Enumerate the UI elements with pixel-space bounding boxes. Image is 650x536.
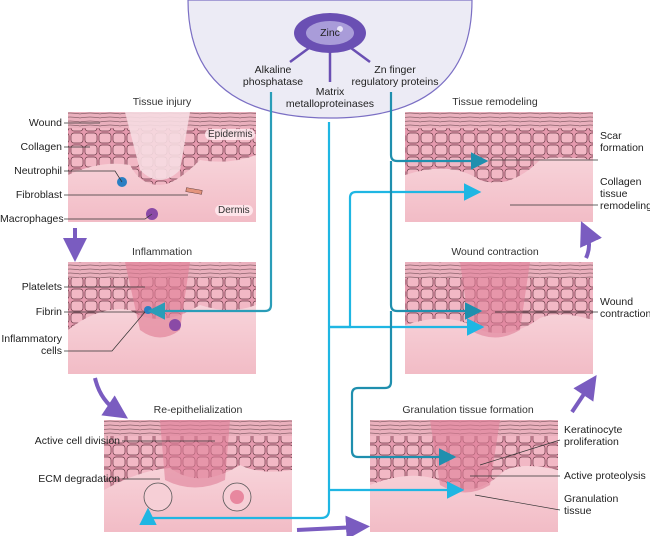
zinc-label: Zinc	[320, 27, 340, 39]
mmp-connector-branch	[329, 183, 482, 329]
label-fibroblast: Fibroblast	[15, 189, 62, 201]
zn-finger-label: Zn finger regulatory proteins	[351, 64, 439, 88]
panel-wound-contraction	[405, 262, 593, 374]
flow-arrow-5	[580, 221, 602, 259]
label-keratinocyte-proliferation: Keratinocyte proliferation	[564, 424, 623, 448]
panel-re-epithelialization	[104, 420, 292, 532]
title-inflammation: Inflammation	[131, 246, 193, 258]
fibroblast-icon	[185, 187, 203, 195]
zn-finger-connector	[389, 92, 489, 170]
label-active-cell-division: Active cell division	[34, 435, 120, 447]
title-re-epithelialization: Re-epithelialization	[153, 404, 243, 416]
label-active-proteolysis: Active proteolysis	[564, 470, 646, 482]
alkaline-phosphatase-label: Alkaline phosphatase	[242, 64, 304, 88]
panel-inflammation	[68, 262, 256, 374]
label-fibrin: Fibrin	[35, 306, 62, 318]
epidermis-tag: Epidermis	[205, 129, 256, 140]
flow-arrow-2	[93, 377, 128, 419]
mmp-connector-main	[139, 122, 331, 526]
panel-tissue-remodeling	[405, 112, 593, 222]
title-wound-contraction: Wound contraction	[451, 246, 539, 258]
label-wound: Wound	[28, 117, 62, 129]
label-wound-contraction: Wound contraction	[600, 296, 650, 320]
label-platelets: Platelets	[21, 281, 62, 293]
mmp-label: Matrix metalloproteinases	[285, 86, 375, 110]
label-inflammatory-cells: Inflammatory cells	[1, 333, 62, 357]
label-ecm-degradation: ECM degradation	[38, 473, 120, 485]
title-tissue-injury: Tissue injury	[132, 96, 192, 108]
label-macrophages: Macrophages	[0, 213, 64, 225]
title-granulation-tissue: Granulation tissue formation	[402, 404, 534, 416]
label-collagen-tissue-remodeling: Collagen tissue remodeling	[600, 176, 650, 212]
label-neutrophil: Neutrophil	[14, 165, 62, 177]
alkaline-phosphatase-connector	[147, 92, 273, 320]
label-collagen: Collagen	[20, 141, 62, 153]
flow-arrow-4	[570, 375, 597, 414]
label-scar-formation: Scar formation	[600, 130, 644, 154]
title-tissue-remodeling: Tissue remodeling	[452, 96, 538, 108]
label-granulation-tissue: Granulation tissue	[564, 493, 619, 517]
panel-granulation-tissue	[370, 420, 558, 532]
dermis-tag: Dermis	[215, 205, 253, 216]
flow-arrow-3	[296, 515, 370, 536]
